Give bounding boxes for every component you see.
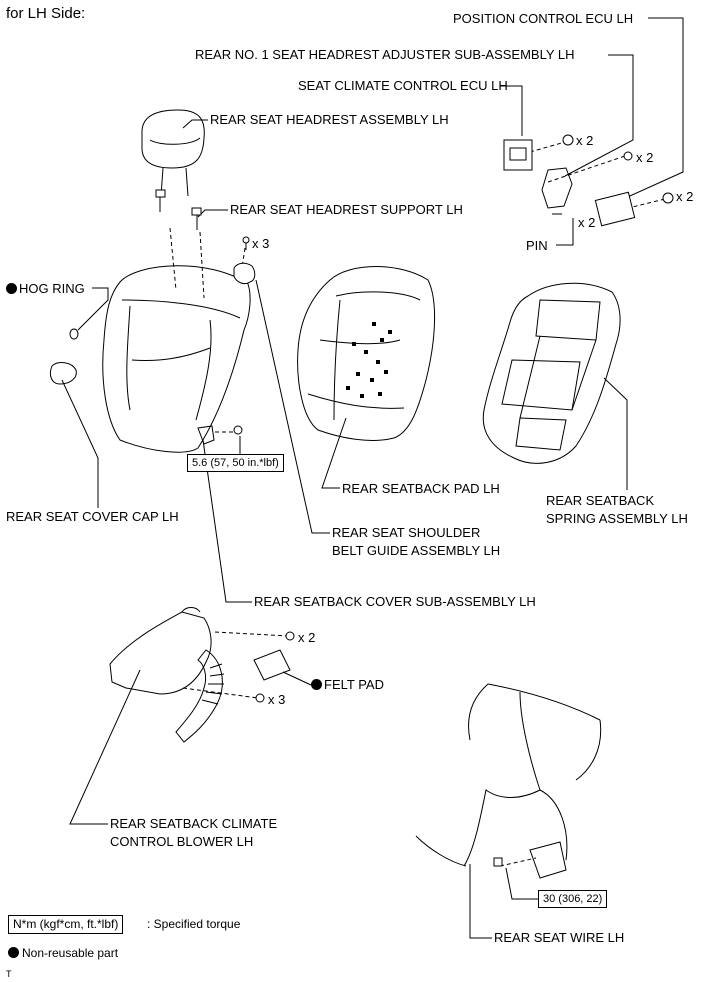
label-blower-line2: CONTROL BLOWER LH — [110, 834, 254, 849]
label-shoulder-guide-line2: BELT GUIDE ASSEMBLY LH — [332, 543, 501, 558]
qty-nut-position-ecu: x 2 — [676, 189, 694, 204]
leader-cover-cap — [61, 379, 99, 508]
label-blower-line1: REAR SEATBACK CLIMATE — [110, 816, 278, 831]
leader-blower — [69, 669, 141, 825]
cover-cap-shape — [49, 362, 77, 385]
legend-non-reusable: Non-reusable part — [8, 945, 118, 961]
seatback-frame-shape — [482, 282, 621, 464]
label-seatback-pad: REAR SEATBACK PAD LH — [342, 481, 500, 496]
leader-climate-ecu — [500, 85, 523, 136]
blower-duct-shape — [175, 649, 223, 743]
leader-torque-seat-wire — [505, 867, 538, 900]
leader-felt-pad — [282, 671, 312, 686]
leader-pin — [556, 218, 574, 246]
leader-headrest-assembly — [182, 119, 208, 129]
label-headrest-adjuster: REAR NO. 1 SEAT HEADREST ADJUSTER SUB-AS… — [195, 47, 575, 62]
position-ecu-shape — [594, 191, 636, 227]
blower-shape — [109, 611, 212, 695]
headrest-shape — [141, 109, 205, 169]
leader-seatback-cover — [202, 439, 252, 603]
footer-code: T — [6, 969, 12, 979]
non-reusable-marker-icon — [311, 679, 322, 690]
qty-nuts-blower: x 3 — [268, 692, 286, 707]
leader-headrest-support — [197, 209, 228, 218]
leader-shoulder-guide — [255, 279, 330, 534]
qty-bolt-adjuster: x 2 — [636, 150, 654, 165]
page-title: for LH Side: — [6, 5, 86, 22]
qty-pin: x 2 — [578, 215, 596, 230]
label-headrest-support: REAR SEAT HEADREST SUPPORT LH — [230, 202, 463, 217]
leader-seatback-pad — [321, 417, 347, 489]
felt-pad-text: FELT PAD — [324, 677, 384, 692]
label-position-control-ecu: POSITION CONTROL ECU LH — [453, 11, 634, 26]
qty-nut-ecu: x 2 — [576, 133, 594, 148]
leader-hog-ring — [77, 287, 109, 331]
label-seatback-spring-line1: REAR SEATBACK — [546, 493, 655, 508]
label-seatback-cover: REAR SEATBACK COVER SUB-ASSEMBLY LH — [254, 594, 536, 609]
seatback-pad-shape — [297, 266, 436, 441]
leader-position-control-ecu — [620, 17, 684, 201]
torque-seat-wire: 30 (306, 22) — [538, 890, 608, 908]
leader-headrest-adjuster — [564, 54, 634, 177]
qty-clips-headrest: x 3 — [252, 236, 270, 251]
non-reusable-marker-icon — [8, 947, 19, 958]
leader-seat-wire — [469, 864, 492, 939]
label-shoulder-guide-line1: REAR SEAT SHOULDER — [332, 525, 481, 540]
label-hog-ring: HOG RING — [6, 281, 85, 297]
torque-shoulder-guide: 5.6 (57, 50 in.*lbf) — [187, 454, 284, 472]
label-felt-pad: FELT PAD — [311, 677, 384, 693]
climate-ecu-shape — [503, 139, 533, 171]
legend-torque-text: : Specified torque — [147, 917, 241, 931]
legend-non-reusable-text: Non-reusable part — [22, 946, 119, 960]
label-headrest-assembly: REAR SEAT HEADREST ASSEMBLY LH — [210, 112, 449, 127]
hog-ring-text: HOG RING — [19, 281, 85, 296]
qty-bolts-blower: x 2 — [298, 630, 316, 645]
felt-pad-shape — [253, 649, 291, 681]
label-cover-cap: REAR SEAT COVER CAP LH — [6, 509, 179, 524]
label-seatback-spring-line2: SPRING ASSEMBLY LH — [546, 511, 688, 526]
leader-seatback-spring — [603, 377, 628, 490]
shoulder-guide-shape — [233, 262, 256, 285]
seatback-cover-shape — [102, 265, 251, 453]
legend-torque-box: N*m (kgf*cm, ft.*lbf) — [8, 915, 124, 934]
seat-wire-shape — [415, 683, 602, 867]
label-climate-ecu: SEAT CLIMATE CONTROL ECU LH — [298, 78, 508, 93]
label-seat-wire: REAR SEAT WIRE LH — [494, 930, 625, 945]
headrest-adjuster-shape — [541, 167, 573, 209]
non-reusable-marker-icon — [6, 283, 17, 294]
label-pin: PIN — [526, 238, 548, 253]
